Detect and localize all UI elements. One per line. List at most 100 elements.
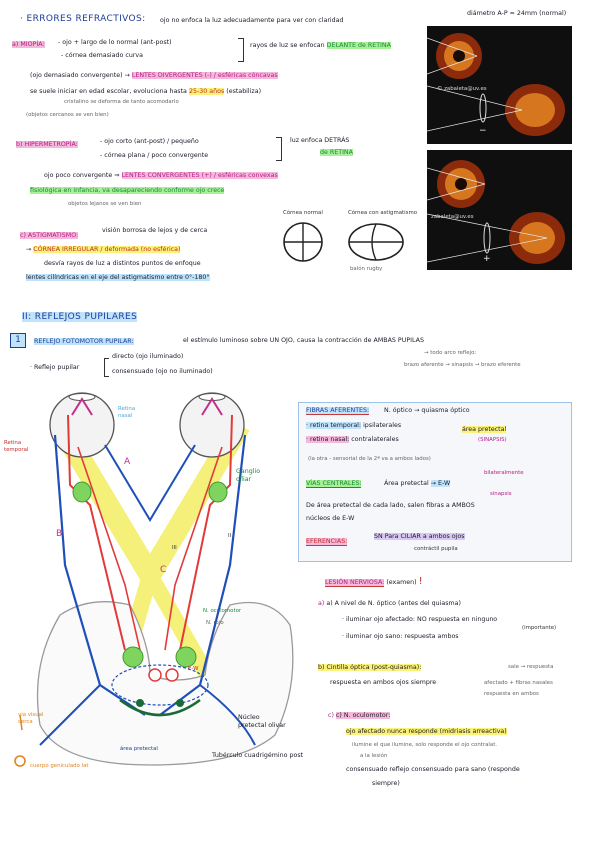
retina-nasal-label: Retina nasal bbox=[118, 406, 136, 419]
brainstem-outline bbox=[36, 601, 294, 766]
photo-credit-2: zabaleta@uv.es bbox=[431, 214, 474, 220]
retina-temporal-line: · retina temporal: ipsilaterales bbox=[306, 422, 402, 429]
astig-l4: lentes cilíndricas en el eje del astigma… bbox=[26, 274, 210, 281]
ganglio-left bbox=[72, 481, 92, 503]
hiper-l3: ojo poco convergente ⇒ LENTES CONVERGENT… bbox=[44, 172, 278, 179]
errores-def: ojo no enfoca la luz adecuadamente para … bbox=[160, 17, 344, 24]
n-oculomotor-label: N. oculomotor bbox=[203, 608, 242, 614]
todo-arco-2: brazo aferente → sinapsis → brazo eferen… bbox=[404, 362, 521, 368]
ganglio-right bbox=[208, 481, 228, 503]
label-B: B bbox=[56, 529, 63, 539]
astig-l2: → CÓRNEA IRREGULAR / deformada (no esfér… bbox=[26, 246, 181, 253]
hiper-result1: luz enfoca DETRÁS bbox=[290, 137, 350, 144]
hiper-l5: objetos lejanos se ven bien bbox=[68, 201, 142, 207]
lesion-c-l5: siempre) bbox=[372, 780, 400, 787]
bracket-reflejo bbox=[104, 358, 109, 377]
lesion-b-label: b) Cintilla óptica (post-quiasma): bbox=[318, 664, 422, 671]
lesion-b-l2: respuesta en ambos bbox=[484, 691, 539, 697]
eferencias-def: SN Para CILIAR a ambos ojos bbox=[374, 533, 465, 540]
aferentes-title: FIBRAS AFERENTES: bbox=[306, 407, 370, 415]
cornea-diagrams bbox=[283, 222, 404, 262]
astig-label: c) ASTIGMATISMO: bbox=[20, 232, 79, 239]
lesion-b-l1b: afectado + fibras nasales bbox=[484, 680, 553, 686]
hiper-l4: fisiológica en infancia, va desaparecien… bbox=[30, 187, 225, 194]
lesion-c-l1: ojo afectado nunca responde (midriasis a… bbox=[346, 728, 507, 735]
eye-photo-miopia: © zabaleta@uv.es − bbox=[426, 26, 572, 144]
label-III: III bbox=[172, 545, 177, 551]
miopia-l5: cristalino se deforma de tanto acomodarl… bbox=[64, 99, 179, 105]
astig-l3: desvía rayos de luz a distintos puntos d… bbox=[44, 260, 201, 267]
vias-l3: núcleos de E-W bbox=[306, 515, 355, 522]
reflejo-number-box: 1 bbox=[10, 333, 26, 348]
nucleo-pretectal-label: Núcleo pretectal olivar bbox=[238, 714, 286, 729]
lens-plus-sign: + bbox=[483, 254, 491, 264]
ew-label: E-W bbox=[188, 666, 199, 672]
sinapsis-line: (SINAPSIS) bbox=[478, 437, 507, 443]
lesion-a-l1b: (importante) bbox=[522, 625, 557, 631]
label-II: II bbox=[228, 533, 232, 539]
miopia-l3: (ojo demasiado convergente) → LENTES DIV… bbox=[30, 72, 278, 79]
eye-photo-hiper: zabaleta@uv.es + bbox=[426, 150, 572, 270]
astig-l1: visión borrosa de lejos y de cerca bbox=[102, 227, 208, 234]
bilat-line: bilateralmente bbox=[484, 470, 524, 476]
lesion-c-l4: consensuado reflejo consensuado para san… bbox=[346, 766, 520, 773]
label-A: A bbox=[124, 457, 131, 467]
photo-credit-1: © zabaleta@uv.es bbox=[437, 86, 487, 92]
miopia-l4: se suele iniciar en edad escolar, evoluc… bbox=[30, 88, 262, 95]
right-eye bbox=[179, 392, 245, 458]
balon-rugby: balón rugby bbox=[350, 266, 383, 272]
retina-nasal-line: · retina nasal: contralaterales bbox=[306, 436, 399, 443]
lesion-b-l1: respuesta en ambos ojos siempre bbox=[330, 679, 437, 686]
cornea-astig-ellipse bbox=[348, 223, 404, 261]
directo-label: directo (ojo iluminado) bbox=[112, 353, 184, 360]
aferentes-def: N. óptico → quiasma óptico bbox=[384, 407, 470, 414]
area-pretectal-line: área pretectal bbox=[462, 426, 507, 433]
errores-title: · ERRORES REFRACTIVOS: bbox=[20, 14, 146, 24]
vias-l2: De área pretectal de cada lado, salen fi… bbox=[306, 502, 475, 509]
sinapsis2-line: sinapsis bbox=[490, 491, 512, 497]
eye-hiper-illustration bbox=[426, 160, 565, 264]
retina-temporal-label: Retina temporal bbox=[4, 440, 29, 453]
hiper-l2: - córnea plana / poco convergente bbox=[100, 152, 209, 159]
reflejo-pupilar: · Reflejo pupilar bbox=[30, 364, 80, 371]
lesion-a-l2: · iluminar ojo sano: respuesta ambos bbox=[342, 633, 459, 640]
lens-minus-sign: − bbox=[479, 126, 487, 136]
hiper-result2: de RETINA bbox=[320, 149, 353, 156]
pupillary-reflex-diagram bbox=[14, 392, 294, 767]
miopia-l2: - córnea demasiado curva bbox=[61, 52, 144, 59]
cornea-normal-circle bbox=[283, 222, 323, 262]
miopia-l1: - ojo + largo de lo normal (ant-post) bbox=[58, 39, 172, 46]
tuberculo-label: Tubérculo cuadrigémino post bbox=[212, 752, 304, 759]
brace-miopia bbox=[238, 38, 244, 62]
lesion-c-l3: a la lesión bbox=[360, 753, 388, 759]
pretectal-circle bbox=[111, 664, 209, 706]
miopia-label: a) MIOPÍA: bbox=[12, 41, 45, 48]
lesion-title: LESIÓN NERVIOSA: (examen) ! bbox=[325, 576, 423, 587]
cornea-normal-label: Córnea normal bbox=[283, 210, 323, 216]
eferencias-title: EFERENCIAS: bbox=[306, 538, 348, 546]
miopia-result: rayos de luz se enfocan DELANTE de RETIN… bbox=[250, 42, 391, 49]
lesion-c-label: c) c) N. oculomotor: bbox=[328, 712, 391, 719]
reflejos-title: II: REFLEJOS PUPILARES bbox=[22, 312, 138, 322]
via-visual-label: vía visual cerca bbox=[18, 712, 44, 725]
vias-def: Área pretectal → E-W bbox=[384, 480, 451, 487]
brace-hiper bbox=[276, 137, 282, 161]
ganglio-label: Ganglio ciliar bbox=[236, 468, 261, 483]
hiper-label: b) HIPERMETROPÍA: bbox=[16, 141, 78, 148]
cornea-astig-label: Córnea con astigmatismo bbox=[348, 210, 417, 216]
todo-arco: → todo arco reflejo: bbox=[424, 350, 477, 356]
left-eye bbox=[49, 392, 115, 458]
eye-miopia-illustration bbox=[426, 33, 565, 136]
lesion-a-label: a) a) A nivel de N. óptico (antes del qu… bbox=[318, 600, 461, 607]
lesion-c-l2: ilumine el que ilumine, solo responde el… bbox=[352, 742, 498, 748]
cuerpo-geniculado-label: cuerpo geniculado lat bbox=[30, 763, 89, 769]
fotomotor-title: REFLEJO FOTOMOTOR PUPILAR: bbox=[34, 338, 134, 345]
label-C: C bbox=[160, 565, 167, 575]
segundo-line: (la otra - sensorial de la 2ª va a ambos… bbox=[308, 456, 431, 462]
hiper-l1: - ojo corto (ant-post) / pequeño bbox=[100, 138, 199, 145]
fotomotor-def: el estímulo luminoso sobre UN OJO, causa… bbox=[183, 337, 424, 344]
n-rojo-label: N. rojo bbox=[206, 620, 224, 626]
consensuado-label: consensuado (ojo no iluminado) bbox=[112, 368, 213, 375]
eferencias-l2: contráctil pupila bbox=[414, 546, 458, 552]
lesion-a-l1: · iluminar ojo afectado: NO respuesta en… bbox=[342, 616, 498, 623]
